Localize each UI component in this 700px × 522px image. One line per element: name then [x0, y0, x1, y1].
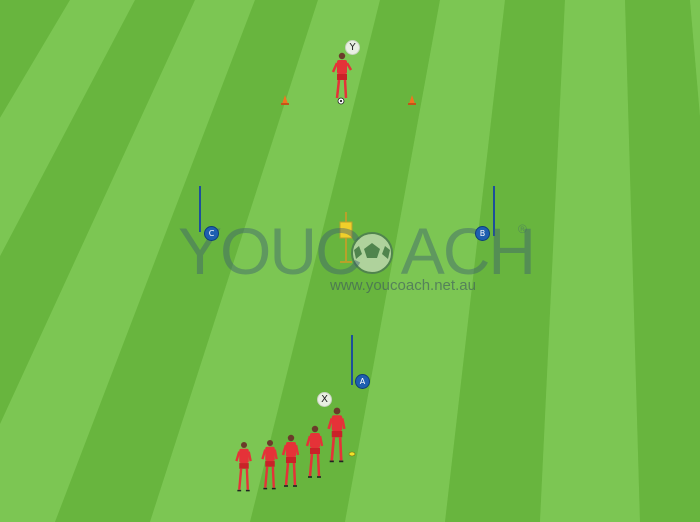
grass-stripe: [345, 0, 505, 522]
pole-label-c: C: [204, 226, 219, 241]
player-label-x: X: [317, 392, 332, 407]
grass-stripe: [625, 0, 700, 522]
player-icon: [305, 425, 324, 478]
grass-stripe: [0, 0, 255, 522]
pole-icon: [351, 335, 353, 385]
ball-icon: [351, 232, 393, 274]
watermark-url: www.youcoach.net.au: [330, 277, 476, 294]
ball-icon: [337, 97, 345, 105]
cone-icon: [408, 95, 416, 105]
ball-icon: [348, 451, 356, 457]
player-icon: [281, 434, 300, 487]
player-icon: [261, 439, 278, 490]
player-icon: [327, 407, 346, 463]
cone-icon: [281, 95, 289, 105]
grass-stripe: [690, 0, 700, 116]
grass-stripe: [55, 0, 318, 522]
grass-stripe: [540, 0, 640, 522]
watermark-brand-right: ACH: [400, 214, 536, 288]
player-icon: [331, 52, 353, 99]
grass-stripe: [150, 0, 380, 522]
grass-stripe: [445, 0, 565, 522]
registered-mark: ®: [518, 222, 527, 236]
pole-label-a: A: [355, 374, 370, 389]
pole-icon: [493, 186, 495, 236]
pole-icon: [199, 186, 201, 232]
pole-label-b: B: [475, 226, 490, 241]
mannequin-icon: [339, 212, 353, 263]
player-icon: [235, 441, 252, 492]
player-label-y: Y: [345, 40, 360, 55]
